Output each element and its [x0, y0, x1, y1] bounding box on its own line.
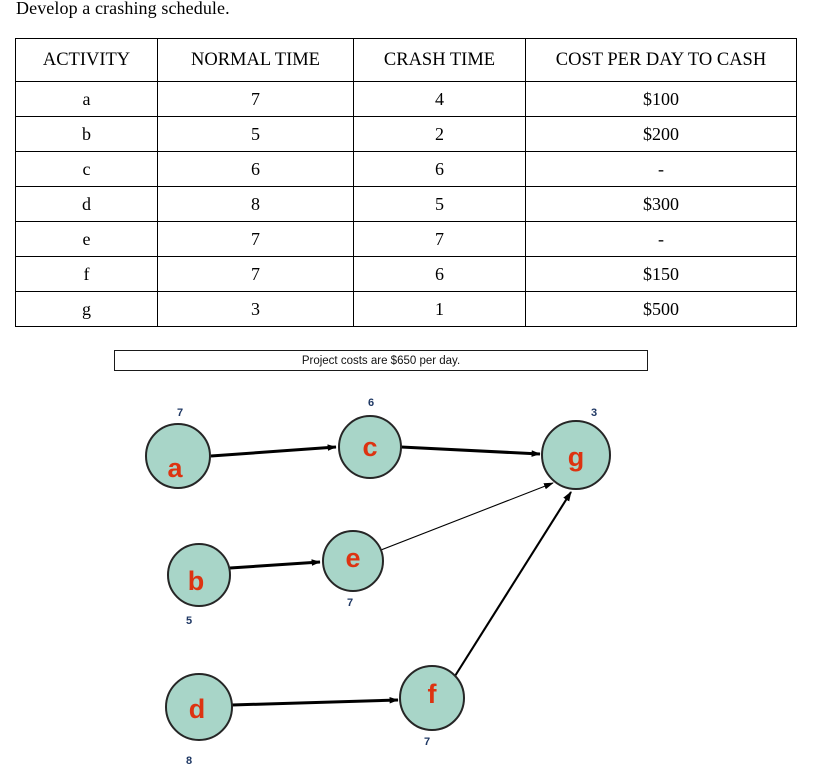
- cell-normal-time: 7: [157, 221, 354, 257]
- cell-normal-time: 7: [157, 81, 354, 117]
- node-circle-c: [338, 415, 402, 479]
- cell-cost-per-day: -: [525, 221, 797, 257]
- node-circle-d: [165, 673, 233, 741]
- node-label-a: a: [167, 453, 183, 483]
- cell-activity: e: [15, 221, 158, 257]
- node-circle-f: [399, 665, 465, 731]
- network-edges: [210, 444, 572, 707]
- node-duration-e: 7: [347, 597, 353, 609]
- table-row: d 8 5 $300: [15, 186, 797, 222]
- network-node-a[interactable]: a7: [145, 407, 211, 489]
- cell-crash-time: 4: [353, 81, 526, 117]
- page-heading: Develop a crashing schedule.: [16, 0, 230, 18]
- cell-crash-time: 6: [353, 256, 526, 292]
- node-duration-c: 6: [368, 397, 374, 409]
- node-duration-d: 8: [186, 755, 192, 767]
- network-node-e[interactable]: e7: [322, 530, 384, 609]
- cell-crash-time: 5: [353, 186, 526, 222]
- table-row: c 6 6 -: [15, 151, 797, 187]
- cell-crash-time: 1: [353, 291, 526, 327]
- table-header-row: ACTIVITY NORMAL TIME CRASH TIME COST PER…: [15, 38, 797, 82]
- table-row: b 5 2 $200: [15, 116, 797, 152]
- cell-cost-per-day: $500: [525, 291, 797, 327]
- cell-activity: a: [15, 81, 158, 117]
- network-node-f[interactable]: f7: [399, 665, 465, 748]
- cell-cost-per-day: $100: [525, 81, 797, 117]
- cell-activity: b: [15, 116, 158, 152]
- project-cost-note-text: Project costs are $650 per day.: [301, 354, 461, 367]
- table-row: f 7 6 $150: [15, 256, 797, 292]
- cell-cost-per-day: $300: [525, 186, 797, 222]
- column-header-cost-per-day: COST PER DAY TO CASH: [525, 38, 797, 82]
- edge-a-to-c: [210, 444, 337, 458]
- cell-normal-time: 6: [157, 151, 354, 187]
- network-node-b[interactable]: b5: [167, 543, 231, 627]
- node-circle-a: [145, 423, 211, 489]
- column-header-normal-time: NORMAL TIME: [157, 38, 354, 82]
- cell-normal-time: 5: [157, 116, 354, 152]
- cell-crash-time: 6: [353, 151, 526, 187]
- network-node-d[interactable]: d8: [165, 673, 233, 767]
- node-duration-g: 3: [591, 407, 597, 419]
- cell-cost-per-day: -: [525, 151, 797, 187]
- edge-f-to-g: [454, 491, 572, 677]
- project-cost-note: Project costs are $650 per day.: [114, 350, 648, 371]
- node-label-f: f: [428, 679, 438, 709]
- node-label-g: g: [568, 442, 585, 472]
- node-label-e: e: [345, 543, 360, 573]
- edge-b-to-e: [229, 559, 321, 570]
- cell-activity: g: [15, 291, 158, 327]
- node-label-d: d: [189, 694, 206, 724]
- network-node-g[interactable]: g3: [541, 407, 611, 490]
- cell-normal-time: 3: [157, 291, 354, 327]
- cell-cost-per-day: $150: [525, 256, 797, 292]
- table-row: g 3 1 $500: [15, 291, 797, 327]
- node-label-b: b: [188, 566, 205, 596]
- cell-cost-per-day: $200: [525, 116, 797, 152]
- node-circle-e: [322, 530, 384, 592]
- edge-d-to-f: [231, 696, 399, 707]
- cell-crash-time: 2: [353, 116, 526, 152]
- network-node-c[interactable]: c6: [338, 397, 402, 479]
- node-duration-a: 7: [177, 407, 183, 419]
- node-circle-b: [167, 543, 231, 607]
- node-duration-b: 5: [186, 615, 192, 627]
- cell-activity: f: [15, 256, 158, 292]
- column-header-crash-time: CRASH TIME: [353, 38, 526, 82]
- node-circle-g: [541, 420, 611, 490]
- cell-activity: d: [15, 186, 158, 222]
- cell-normal-time: 7: [157, 256, 354, 292]
- node-duration-f: 7: [424, 736, 430, 748]
- cell-crash-time: 7: [353, 221, 526, 257]
- edge-e-to-g: [380, 482, 554, 551]
- column-header-activity: ACTIVITY: [15, 38, 158, 82]
- cell-activity: c: [15, 151, 158, 187]
- cell-normal-time: 8: [157, 186, 354, 222]
- table-row: a 7 4 $100: [15, 81, 797, 117]
- activity-crash-table: ACTIVITY NORMAL TIME CRASH TIME COST PER…: [15, 38, 797, 327]
- table-row: e 7 7 -: [15, 221, 797, 257]
- node-label-c: c: [362, 432, 377, 462]
- edge-c-to-g: [400, 445, 541, 457]
